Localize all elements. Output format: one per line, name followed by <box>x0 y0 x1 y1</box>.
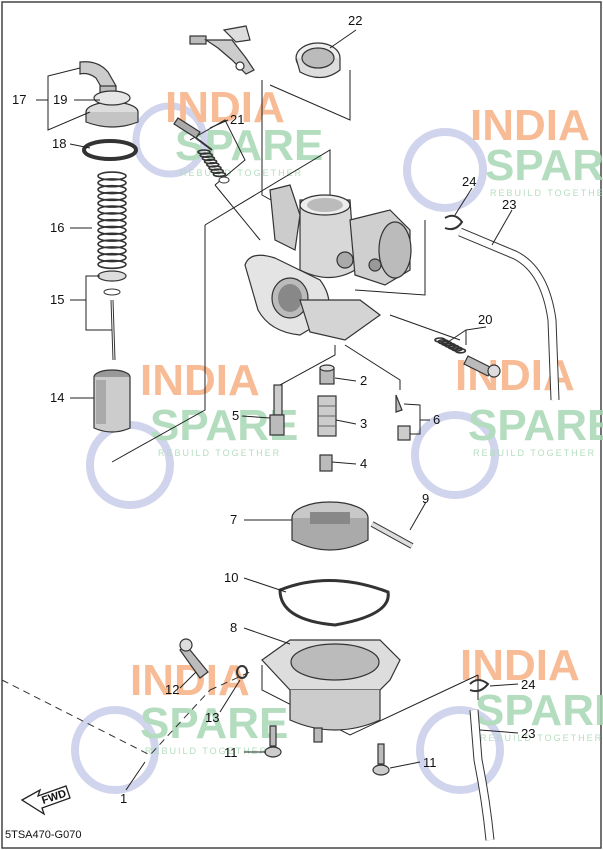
spring-16-coil <box>97 198 127 208</box>
callout-9: 9 <box>422 491 429 506</box>
watermark-middle-right: INDIA SPARE REBUILD TOGETHER <box>411 351 603 499</box>
part-20-idle-screw <box>434 337 501 378</box>
watermark-text-spare: SPARE <box>175 121 323 170</box>
spring-16-coil <box>97 259 127 270</box>
callout-20: 20 <box>478 312 492 327</box>
callout-10: 10 <box>224 570 238 585</box>
callout-11-right: 11 <box>423 755 437 770</box>
part-18-oring <box>82 139 138 161</box>
part-11-screw-left <box>264 725 282 758</box>
callout-leaders <box>36 29 519 791</box>
spring-20-coil <box>454 347 467 354</box>
callout-14: 14 <box>50 390 64 405</box>
watermark-bottom-right: INDIA SPARE REBUILD TOGETHER <box>416 641 603 794</box>
watermark-tagline: REBUILD TOGETHER <box>180 168 303 178</box>
watermark-text-spare: SPARE <box>140 699 288 748</box>
callout-13: 13 <box>205 710 219 725</box>
part-4-main-jet <box>319 454 333 472</box>
callout-15: 15 <box>50 292 64 307</box>
part-22-cap <box>295 42 341 79</box>
callout-2: 2 <box>360 373 367 388</box>
watermark-text-spare: SPARE <box>485 141 603 190</box>
part-23-hose-bottom <box>469 709 495 841</box>
spring-16-coil <box>97 191 127 202</box>
part-13-oring <box>236 665 248 679</box>
part-carburetor-body <box>244 184 412 341</box>
callout-7: 7 <box>230 512 237 527</box>
part-23-hose-top <box>458 227 560 401</box>
watermark-text-spare: SPARE <box>468 401 603 450</box>
part-12-drain-screw <box>179 638 209 679</box>
callout-4: 4 <box>360 456 367 471</box>
document-code: 5TSA470-G070 <box>5 829 81 841</box>
callout-16: 16 <box>50 220 64 235</box>
part-21-screw-set <box>173 117 230 184</box>
part-14-throttle-slide <box>93 369 131 433</box>
watermark-tagline: REBUILD TOGETHER <box>158 448 281 458</box>
callout-24-bottom: 24 <box>521 677 535 692</box>
callout-8: 8 <box>230 620 237 635</box>
spring-16-coil <box>97 218 127 229</box>
callout-6: 6 <box>433 412 440 427</box>
part-9-float-pin <box>370 521 414 549</box>
watermark-tagline: REBUILD TOGETHER <box>480 733 603 743</box>
part-3-needle-jet <box>317 395 337 437</box>
spring-16-coil <box>97 239 127 249</box>
part-24-clip-bottom <box>469 679 490 693</box>
part-8-float-chamber <box>261 639 401 743</box>
callout-23-top: 23 <box>502 197 516 212</box>
watermark-upper-center: INDIA SPARE REBUILD TOGETHER <box>132 83 323 178</box>
callout-21: 21 <box>230 112 244 127</box>
spring-16-coil <box>97 171 127 181</box>
part-19-mixing-chamber-top <box>79 61 139 128</box>
spring-16-coil <box>97 184 127 195</box>
watermark-text-india: INDIA <box>470 101 590 150</box>
watermark-text-india: INDIA <box>460 641 580 690</box>
spring-16-coil <box>97 232 127 242</box>
spring-16-coil <box>97 225 127 236</box>
callout-24-top: 24 <box>462 174 476 189</box>
reference-dashed-line-right <box>209 671 251 691</box>
part-throttle-cable-bracket <box>189 25 255 75</box>
callout-12: 12 <box>165 682 179 697</box>
part-16-spring <box>97 171 127 270</box>
callout-numbers: 1 2 3 4 5 6 7 8 9 10 11 11 12 13 14 15 1… <box>12 13 535 806</box>
callout-5: 5 <box>232 408 239 423</box>
part-11-screw-right <box>372 743 390 776</box>
part-15-needle-set <box>97 270 127 361</box>
forward-arrow-icon: FWD <box>20 785 71 816</box>
part-2-jet <box>319 364 335 385</box>
callout-23-bottom: 23 <box>521 726 535 741</box>
watermark-tagline: REBUILD TOGETHER <box>490 188 603 198</box>
part-5-pilot-jet <box>269 384 285 436</box>
callout-11-left: 11 <box>224 745 238 760</box>
callout-19: 19 <box>53 92 67 107</box>
part-10-gasket <box>278 578 390 627</box>
watermark-bottom-left: INDIA SPARE REBUILD TOGETHER <box>71 656 288 794</box>
spring-16-coil <box>97 178 127 188</box>
watermark-text-spare: SPARE <box>475 686 603 735</box>
part-7-float <box>291 501 369 551</box>
callout-1: 1 <box>120 791 127 806</box>
part-6-needle-valve <box>395 394 411 441</box>
part-24-clip-top <box>444 214 464 231</box>
callout-17: 17 <box>12 92 26 107</box>
spring-16-coil <box>97 205 127 215</box>
spring-16-coil <box>97 252 127 263</box>
watermark-text-india: INDIA <box>140 356 260 405</box>
spring-21-coil <box>212 171 227 178</box>
watermark-top-right: INDIA SPARE REBUILD TOGETHER <box>403 101 603 212</box>
callout-3: 3 <box>360 416 367 431</box>
watermark-tagline: REBUILD TOGETHER <box>145 746 268 756</box>
callout-18: 18 <box>52 136 66 151</box>
spring-16-coil <box>97 246 127 256</box>
spring-16-coil <box>97 212 127 222</box>
callout-22: 22 <box>348 13 362 28</box>
watermark-tagline: REBUILD TOGETHER <box>473 448 596 458</box>
